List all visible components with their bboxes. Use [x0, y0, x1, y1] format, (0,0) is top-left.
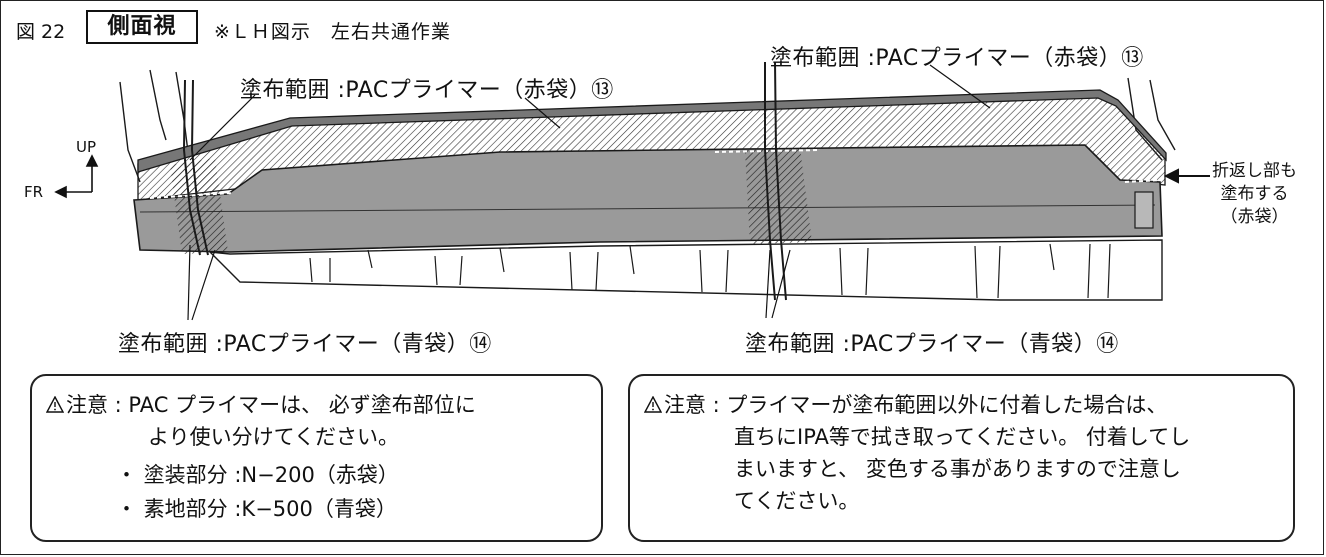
- skirt-crease: [139, 204, 1156, 213]
- fold-note-line-2: 塗布する: [1220, 184, 1289, 204]
- caution-right-head-row: 注意 : プライマーが塗布範囲以外に付着した場合は、: [644, 390, 1167, 420]
- fold-note-line-1: 折返し部も: [1212, 161, 1297, 181]
- strap-left: [182, 79, 209, 256]
- caution-box-wipe-off: 注意 : プライマーが塗布範囲以外に付着した場合は、 直ちにIPA等で拭き取って…: [628, 374, 1295, 542]
- top-rim: [137, 89, 1167, 173]
- end-cap: [1134, 191, 1154, 229]
- body-outline-left-3: [175, 71, 189, 153]
- view-note: ※ＬＨ図示 左右共通作業: [214, 21, 451, 43]
- leader-lines: [187, 64, 991, 321]
- callout-top-left: 塗布範囲 :PACプライマー（赤袋）⑬: [240, 78, 614, 103]
- warning-icon: [644, 396, 662, 413]
- caution-left-head: 注意 : PAC プライマーは、 必ず塗布部位に: [66, 393, 476, 417]
- direction-indicator: [54, 154, 99, 199]
- figure-number: 図 22: [16, 21, 66, 43]
- caution-left-head-row: 注意 : PAC プライマーは、 必ず塗布部位に: [46, 390, 476, 420]
- view-name: 側面視: [86, 10, 198, 44]
- warning-icon: [46, 396, 64, 413]
- callout-bottom-left: 塗布範囲 :PACプライマー（青袋）⑭: [118, 332, 492, 357]
- caution-left-line-2: より使い分けてください。: [148, 425, 399, 449]
- caution-right-head: 注意 : プライマーが塗布範囲以外に付着した場合は、: [664, 393, 1168, 417]
- caution-right-line-4: てください。: [734, 489, 860, 513]
- side-skirt-body: [133, 144, 1163, 253]
- callout-bottom-right: 塗布範囲 :PACプライマー（青袋）⑭: [745, 332, 1119, 357]
- caution-box-primer-usage: 注意 : PAC プライマーは、 必ず塗布部位に より使い分けてください。 ・ …: [30, 374, 603, 542]
- body-outline-right-2: [1149, 79, 1176, 151]
- caution-left-item-1: ・ 塗装部分 :N−200（赤袋）: [116, 463, 399, 487]
- lower-ribs: [309, 243, 1111, 299]
- callout-top-right: 塗布範囲 :PACプライマー（赤袋）⑬: [770, 46, 1144, 71]
- body-outline-left: [119, 81, 141, 183]
- primer-zone-left: [170, 158, 228, 254]
- caution-right-line-3: まいますと、 変色する事がありますので注意し: [734, 457, 1181, 481]
- fold-arrow: [1163, 168, 1210, 184]
- caution-left-item-2: ・ 素地部分 :K−500（青袋）: [116, 497, 397, 521]
- raw-lower-section: [208, 239, 1163, 301]
- fold-note: 折返し部も 塗布する （赤袋）: [1212, 160, 1297, 229]
- direction-up-label: UP: [76, 138, 97, 156]
- body-outline-left-2: [149, 69, 167, 141]
- caution-right-line-2: 直ちにIPA等で拭き取ってください。 付着してし: [734, 425, 1191, 449]
- boundary-dashes: [149, 149, 1163, 199]
- strap-center: [764, 61, 787, 301]
- direction-front-label: FR: [24, 183, 44, 201]
- fold-note-line-3: （赤袋）: [1220, 207, 1289, 227]
